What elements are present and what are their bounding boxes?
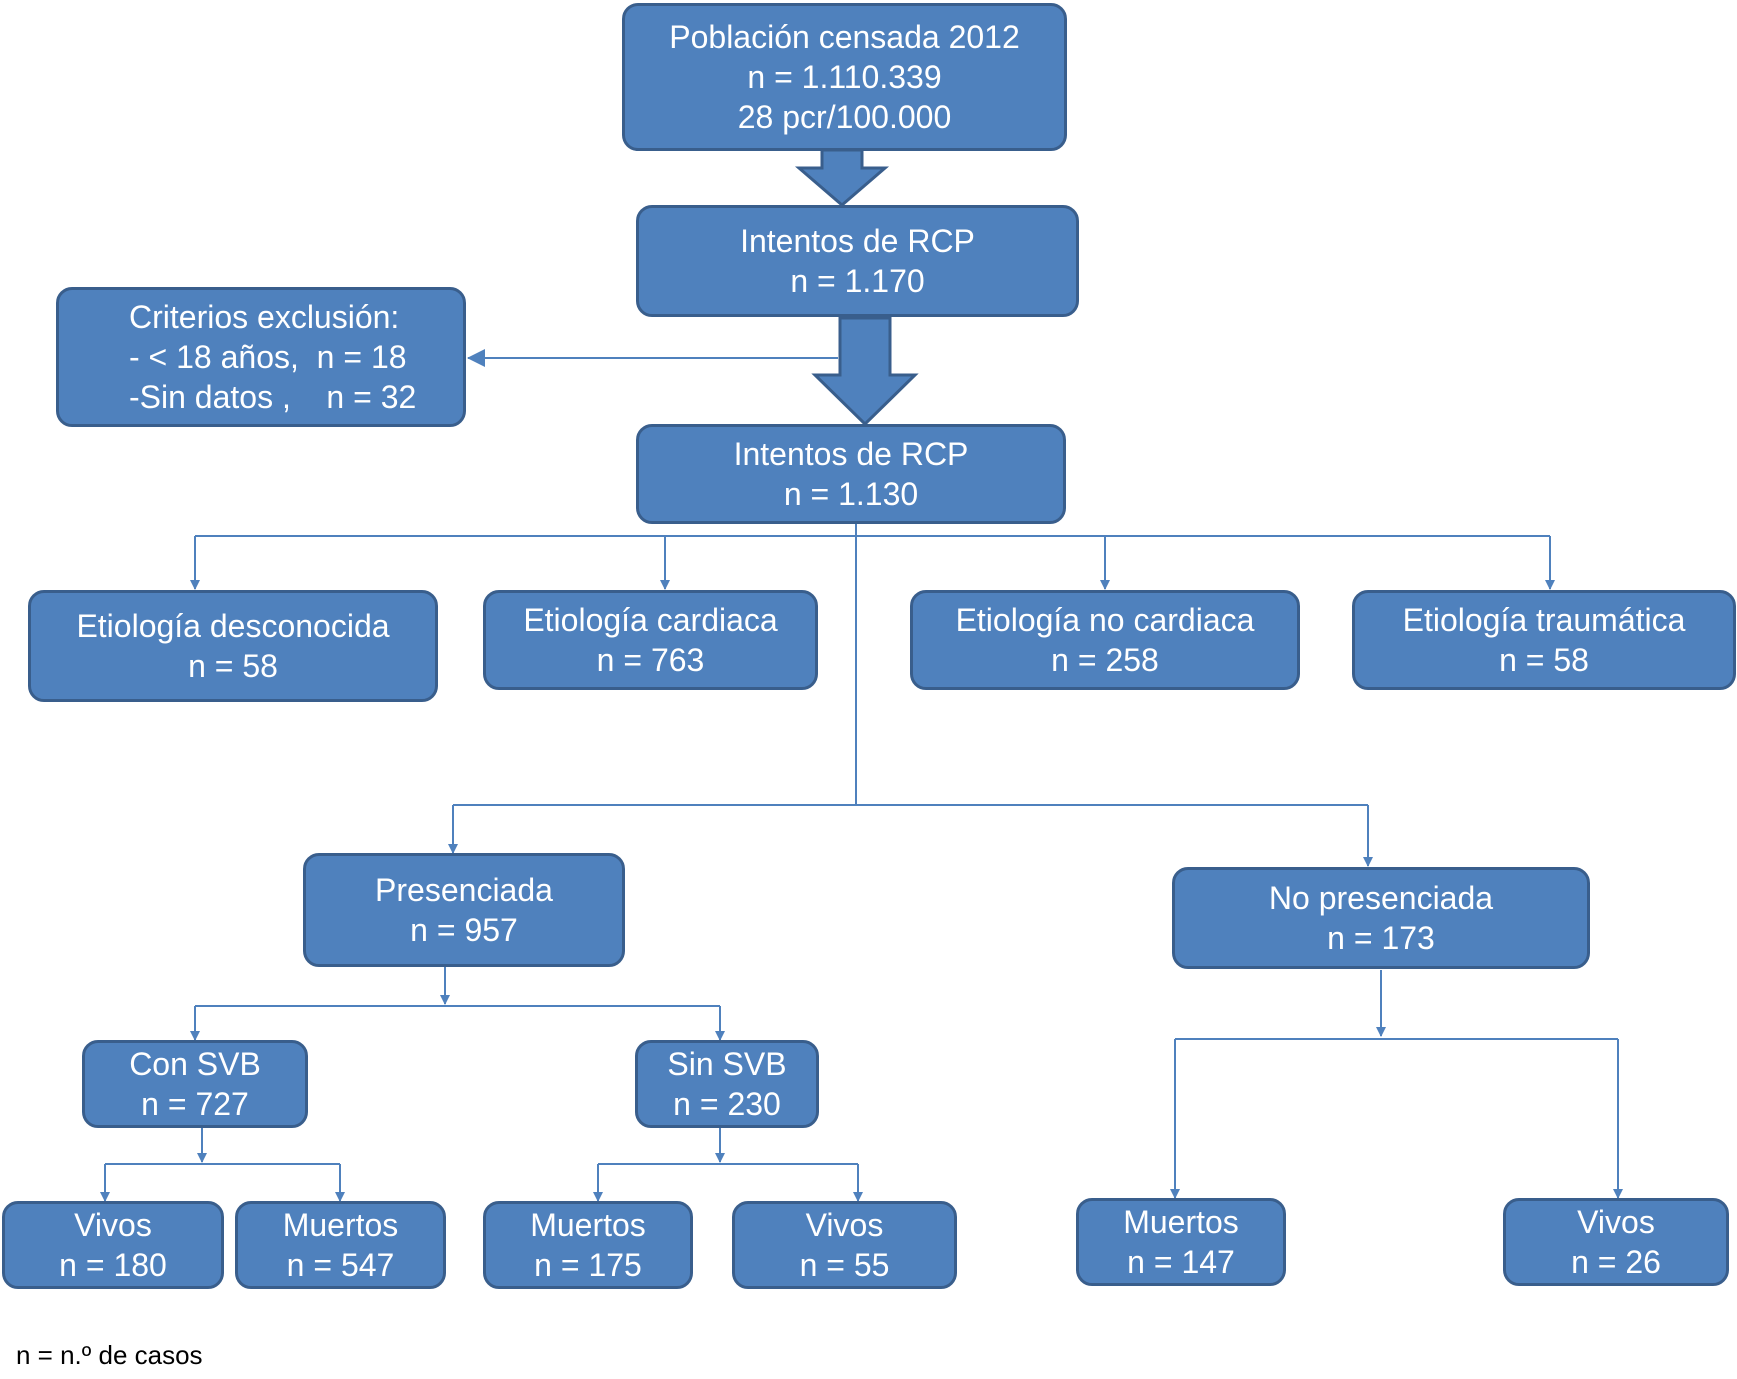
box-presenciada-line1: Presenciada	[375, 872, 553, 908]
box-sin-svb-line2: n = 230	[673, 1086, 781, 1122]
box-no-presenciada-line2: n = 173	[1327, 920, 1435, 956]
box-etiologia-traumatica-line2: n = 58	[1499, 642, 1589, 678]
etiology-connectors	[190, 524, 1555, 805]
box-sin-svb-muertos-line1: Muertos	[530, 1207, 646, 1243]
box-sin-svb-muertos: Muertos n = 175	[483, 1201, 693, 1289]
box-con-svb-muertos-line1: Muertos	[282, 1207, 399, 1243]
box-con-svb-vivos-line2: n = 180	[59, 1247, 167, 1283]
box-intentos-1: Intentos de RCP n = 1.170	[636, 205, 1079, 317]
witness-connectors	[448, 804, 1373, 867]
block-arrow-2	[811, 316, 919, 427]
box-etiologia-traumatica-line1: Etiología traumática	[1402, 602, 1686, 638]
box-presenciada: Presenciada n = 957	[303, 853, 625, 967]
box-poblacion-line3: 28 pcr/100.000	[737, 99, 952, 135]
box-etiologia-cardiaca-line2: n = 763	[596, 642, 705, 678]
box-poblacion-line1: Población censada 2012	[669, 19, 1020, 55]
box-con-svb-muertos: Muertos n = 547	[235, 1201, 446, 1289]
box-etiologia-desconocida-line1: Etiología desconocida	[76, 608, 390, 644]
box-con-svb-vivos-line1: Vivos	[74, 1207, 152, 1243]
box-con-svb: Con SVB n = 727	[82, 1040, 308, 1128]
box-con-svb-line2: n = 727	[141, 1086, 249, 1122]
box-exclusion-line3: -Sin datos , n = 32	[129, 379, 417, 415]
box-etiologia-traumatica: Etiología traumática n = 58	[1352, 590, 1736, 690]
box-sin-svb-vivos-line1: Vivos	[805, 1207, 884, 1243]
box-no-presenciada-vivos-line2: n = 26	[1571, 1244, 1661, 1280]
box-exclusion-line2: - < 18 años, n = 18	[129, 339, 407, 375]
box-con-svb-muertos-line2: n = 547	[286, 1247, 395, 1283]
box-no-presenciada-muertos: Muertos n = 147	[1076, 1198, 1286, 1286]
box-sin-svb-muertos-line2: n = 175	[534, 1247, 642, 1283]
box-no-presenciada-muertos-line1: Muertos	[1123, 1204, 1239, 1240]
box-no-presenciada-vivos: Vivos n = 26	[1503, 1198, 1729, 1286]
footnote: n = n.º de casos	[16, 1340, 203, 1370]
box-etiologia-no-cardiaca-line2: n = 258	[1051, 642, 1159, 678]
box-no-presenciada: No presenciada n = 173	[1172, 867, 1590, 969]
box-con-svb-vivos: Vivos n = 180	[2, 1201, 224, 1289]
box-presenciada-line2: n = 957	[410, 912, 518, 948]
box-no-presenciada-line1: No presenciada	[1268, 880, 1494, 916]
box-sin-svb-vivos: Vivos n = 55	[732, 1201, 957, 1289]
box-no-presenciada-muertos-line2: n = 147	[1127, 1244, 1235, 1280]
box-sin-svb: Sin SVB n = 230	[635, 1040, 819, 1128]
box-intentos-2: Intentos de RCP n = 1.130	[636, 424, 1066, 524]
box-sin-svb-line1: Sin SVB	[667, 1046, 787, 1082]
box-intentos-2-line1: Intentos de RCP	[733, 436, 969, 472]
presenciada-connectors	[190, 967, 725, 1041]
box-poblacion-line2: n = 1.110.339	[747, 59, 942, 95]
box-etiologia-cardiaca: Etiología cardiaca n = 763	[483, 590, 818, 690]
box-con-svb-line1: Con SVB	[129, 1046, 261, 1082]
box-intentos-1-line1: Intentos de RCP	[740, 223, 975, 259]
box-etiologia-cardiaca-line1: Etiología cardiaca	[523, 602, 778, 638]
block-arrow-1	[794, 148, 890, 207]
box-sin-svb-vivos-line2: n = 55	[799, 1247, 890, 1283]
sinsvb-connectors	[593, 1128, 863, 1202]
box-etiologia-no-cardiaca: Etiología no cardiaca n = 258	[910, 590, 1300, 690]
box-poblacion: Población censada 2012 n = 1.110.339 28 …	[622, 3, 1067, 151]
box-no-presenciada-vivos-line1: Vivos	[1577, 1204, 1655, 1240]
box-etiologia-desconocida-line2: n = 58	[188, 648, 278, 684]
box-etiologia-no-cardiaca-line1: Etiología no cardiaca	[955, 602, 1255, 638]
box-intentos-1-line2: n = 1.170	[790, 263, 925, 299]
box-exclusion-line1: Criterios exclusión:	[129, 299, 400, 335]
nopresenciada-connectors	[1170, 970, 1623, 1199]
box-exclusion: Criterios exclusión: - < 18 años, n = 18…	[56, 287, 466, 427]
box-etiologia-desconocida: Etiología desconocida n = 58	[28, 590, 438, 702]
consvb-connectors	[100, 1128, 345, 1202]
box-intentos-2-line2: n = 1.130	[783, 476, 919, 512]
